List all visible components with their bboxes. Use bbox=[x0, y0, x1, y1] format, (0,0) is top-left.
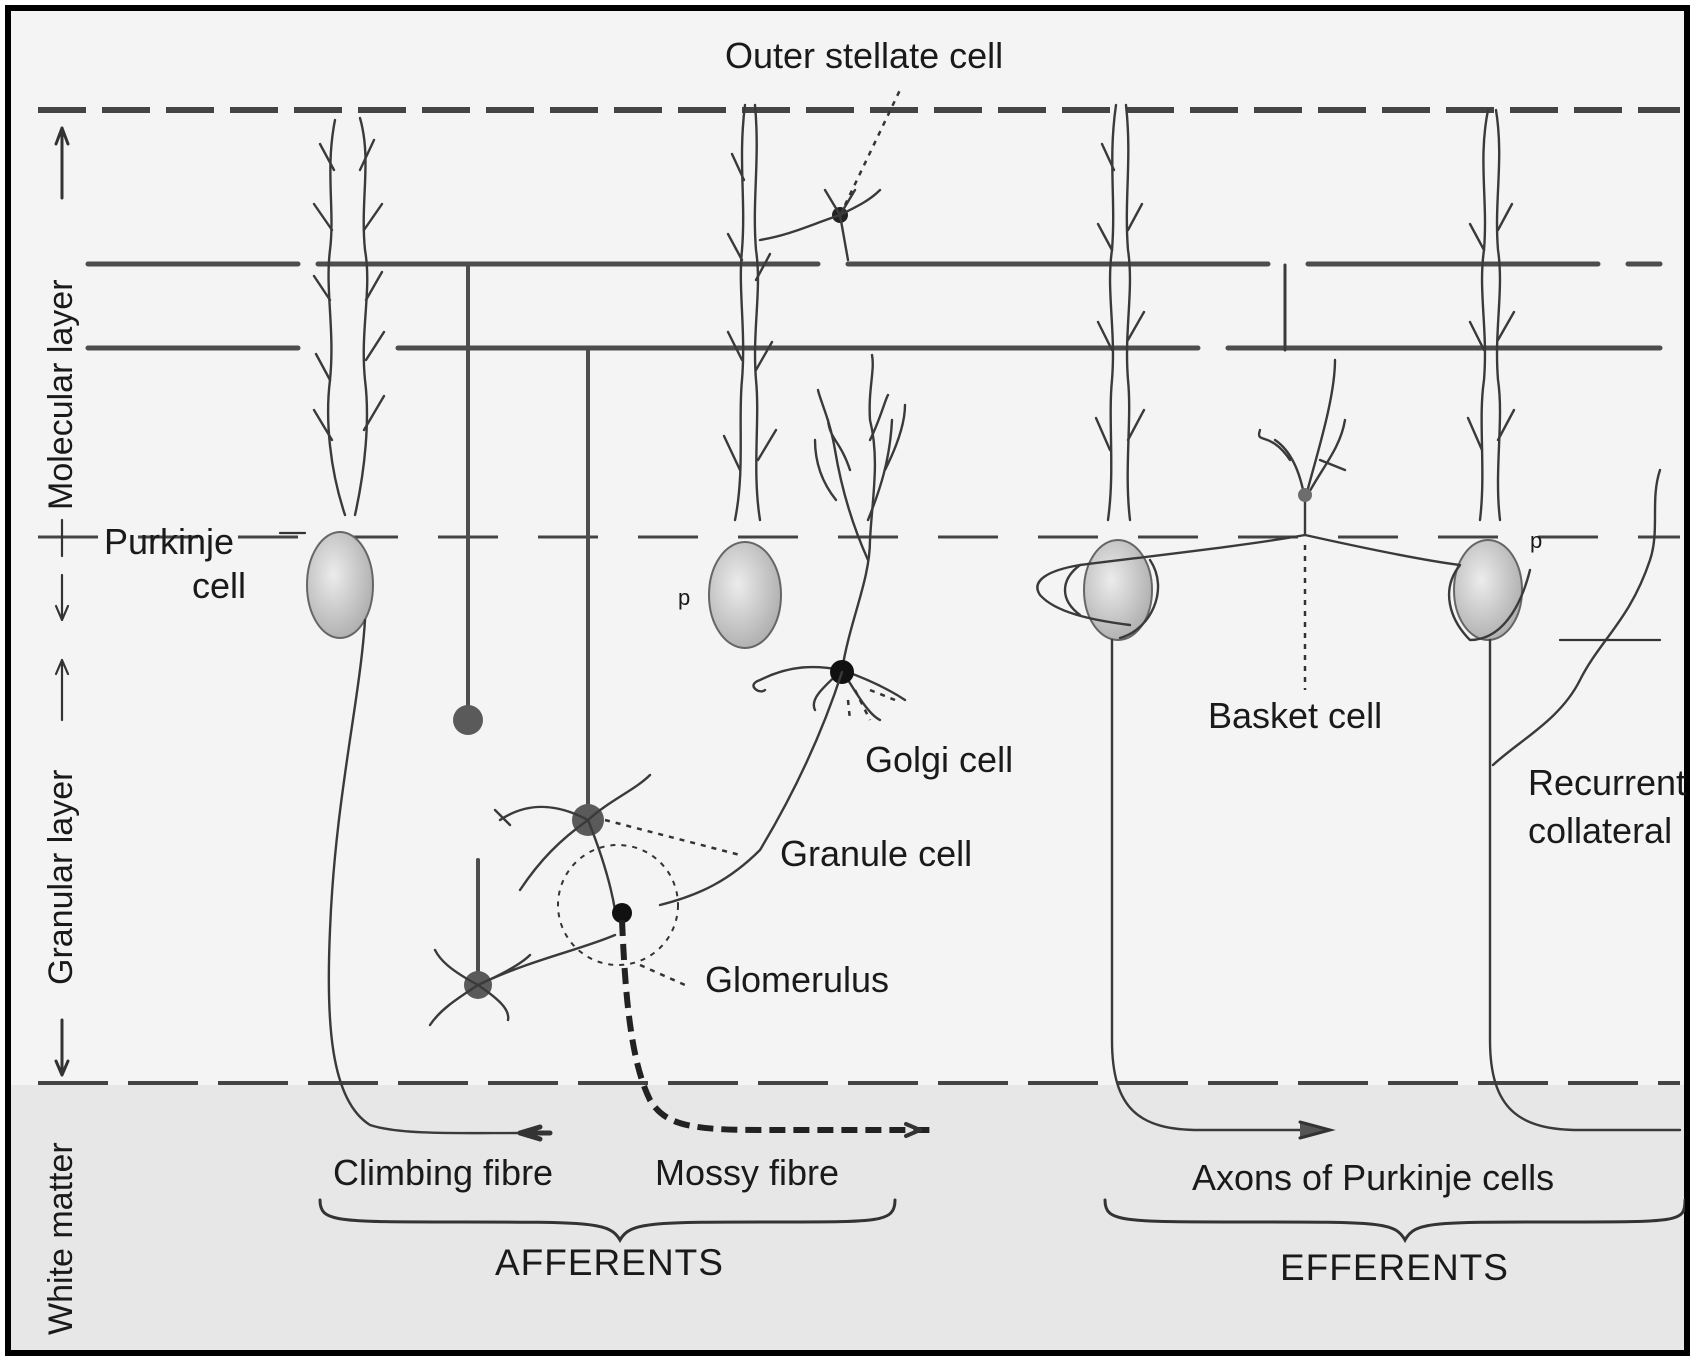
molecular-layer-label: Molecular layer bbox=[42, 279, 80, 510]
glomerulus-label: Glomerulus bbox=[705, 959, 889, 1000]
white-matter-band bbox=[10, 1085, 1685, 1351]
climbing-fibre-label: Climbing fibre bbox=[333, 1152, 553, 1193]
recurrent-label-1: Recurrent bbox=[1528, 762, 1686, 803]
purkinje-label-2: cell bbox=[192, 565, 246, 606]
afferents-label: AFFERENTS bbox=[495, 1242, 724, 1283]
golgi-label: Golgi cell bbox=[865, 739, 1013, 780]
basket-label: Basket cell bbox=[1208, 695, 1382, 736]
recurrent-label-2: collateral bbox=[1528, 810, 1672, 851]
efferents-label: EFFERENTS bbox=[1280, 1247, 1509, 1288]
granule-label: Granule cell bbox=[780, 833, 972, 874]
mossy-fibre-label: Mossy fibre bbox=[655, 1152, 839, 1193]
p-mark-1: p bbox=[678, 585, 690, 610]
white-matter-label: White matter bbox=[42, 1142, 80, 1335]
purkinje-label-1: Purkinje bbox=[104, 521, 234, 562]
granular-layer-label: Granular layer bbox=[42, 770, 80, 985]
p-mark-2: p bbox=[1530, 528, 1542, 553]
axons-label: Axons of Purkinje cells bbox=[1192, 1157, 1554, 1198]
outer-stellate-label: Outer stellate cell bbox=[725, 35, 1003, 76]
